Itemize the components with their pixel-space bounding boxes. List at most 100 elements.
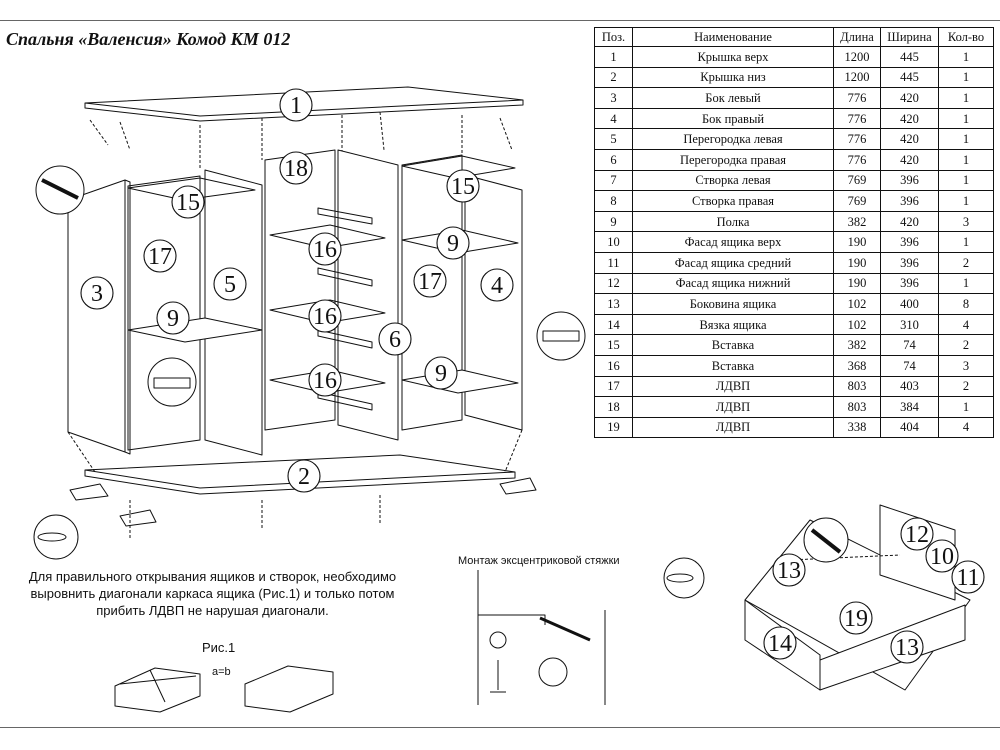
top-dowel-lines (89, 111, 513, 170)
callout-circle (308, 363, 342, 397)
callout-number: 9 (447, 231, 459, 257)
cell-width: 74 (880, 334, 939, 356)
drawer-handle-guide (789, 554, 901, 561)
callout-circle (951, 560, 985, 594)
callout-circle (287, 459, 321, 493)
cam-fitting-icon (489, 631, 507, 649)
table-header-row: Поз. Наименование Длина Ширина Кол-во (594, 27, 994, 47)
bottom-dowel-lines (67, 429, 523, 540)
cell-width: 420 (880, 87, 939, 109)
drawer-slides (317, 207, 373, 411)
drawer-facade (879, 504, 956, 601)
callout-circle (171, 185, 205, 219)
left-back-panel (127, 175, 201, 451)
callout-circle (424, 356, 458, 390)
cam-screw-icon (539, 616, 591, 642)
callout-number: 13 (895, 635, 919, 661)
callout-circle (900, 517, 934, 551)
cam-section-title: Монтаж эксцентриковой стяжки (458, 555, 620, 567)
parts-table: Поз. Наименование Длина Ширина Кол-во 1 К… (594, 27, 994, 439)
col-header-qty: Кол-во (938, 27, 994, 47)
col-header-length: Длина (833, 27, 881, 47)
callout-circle (413, 264, 447, 298)
bottom-rule (0, 727, 1000, 728)
left-insert (127, 177, 256, 201)
cell-name: ЛДВП (632, 416, 834, 439)
detail-bubble-cam-right (536, 311, 586, 361)
callout-number: 15 (451, 174, 475, 200)
cell-qty: 4 (938, 416, 994, 439)
cam-bolt-icon (153, 377, 191, 389)
cam-disc-icon (37, 532, 67, 542)
leg-plates (69, 477, 537, 527)
cell-width: 396 (880, 251, 939, 274)
callout-number: 16 (313, 368, 337, 394)
cell-qty: 4 (938, 313, 994, 336)
callout-circle (446, 169, 480, 203)
callout-number: 9 (435, 361, 447, 387)
figure-label: Рис.1 (202, 640, 236, 655)
cell-length: 1200 (833, 66, 881, 89)
callout-circle (156, 301, 190, 335)
cell-length: 338 (833, 416, 881, 439)
detail-bubble-cam-left (147, 357, 197, 407)
cell-width: 404 (880, 416, 939, 439)
cell-length: 1200 (833, 46, 881, 68)
page-title: Спальня «Валенсия» Комод КМ 012 (6, 29, 291, 49)
cam-disc-icon (666, 573, 694, 583)
callout-number: 10 (930, 544, 954, 570)
callout-number: 17 (418, 269, 442, 295)
col-header-width: Ширина (880, 27, 939, 47)
cell-name: Створка правая (632, 190, 834, 212)
callout-circle (378, 322, 412, 356)
callout-number: 11 (956, 565, 979, 591)
callout-circle (143, 239, 177, 273)
callout-number: 12 (905, 522, 929, 548)
cell-name: Боковина ящика (632, 293, 834, 315)
fig1-diagonals (119, 669, 197, 703)
callout-number: 15 (176, 190, 200, 216)
callout-number: 9 (167, 306, 179, 332)
callout-number: 3 (91, 281, 103, 307)
callout-circle (308, 299, 342, 333)
screw-icon (810, 528, 842, 554)
bottom-panel-edge (84, 470, 516, 495)
callout-number: 6 (389, 327, 401, 353)
left-side-edge (124, 179, 131, 455)
callout-circle (772, 553, 806, 587)
note-line: прибить ЛДВП не нарушая диагонали. (96, 603, 329, 618)
cam-bolt-icon (542, 330, 580, 342)
callout-circle (436, 226, 470, 260)
cam-tool-icon (538, 657, 568, 687)
callout-circle (213, 267, 247, 301)
cell-qty: 1 (938, 66, 994, 89)
fig1-box-outline (114, 667, 201, 713)
detail-bubble-cam-bottom (33, 514, 79, 560)
cell-length: 803 (833, 396, 881, 418)
left-partition (204, 169, 263, 456)
diagonal-equation-label: a=b (212, 666, 231, 678)
col-header-name: Наименование (632, 27, 834, 47)
callout-circle (890, 630, 924, 664)
callout-number: 16 (313, 304, 337, 330)
right-side-panel (464, 174, 523, 431)
col-header-pos: Поз. (594, 27, 633, 47)
callout-number: 13 (777, 558, 801, 584)
callout-number: 17 (148, 244, 172, 270)
cam-dowel-icon (490, 660, 506, 693)
left-side-panel (67, 179, 126, 453)
right-partition (337, 149, 399, 441)
cell-name: Крышка верх (632, 46, 834, 68)
center-back-panel (264, 149, 336, 431)
